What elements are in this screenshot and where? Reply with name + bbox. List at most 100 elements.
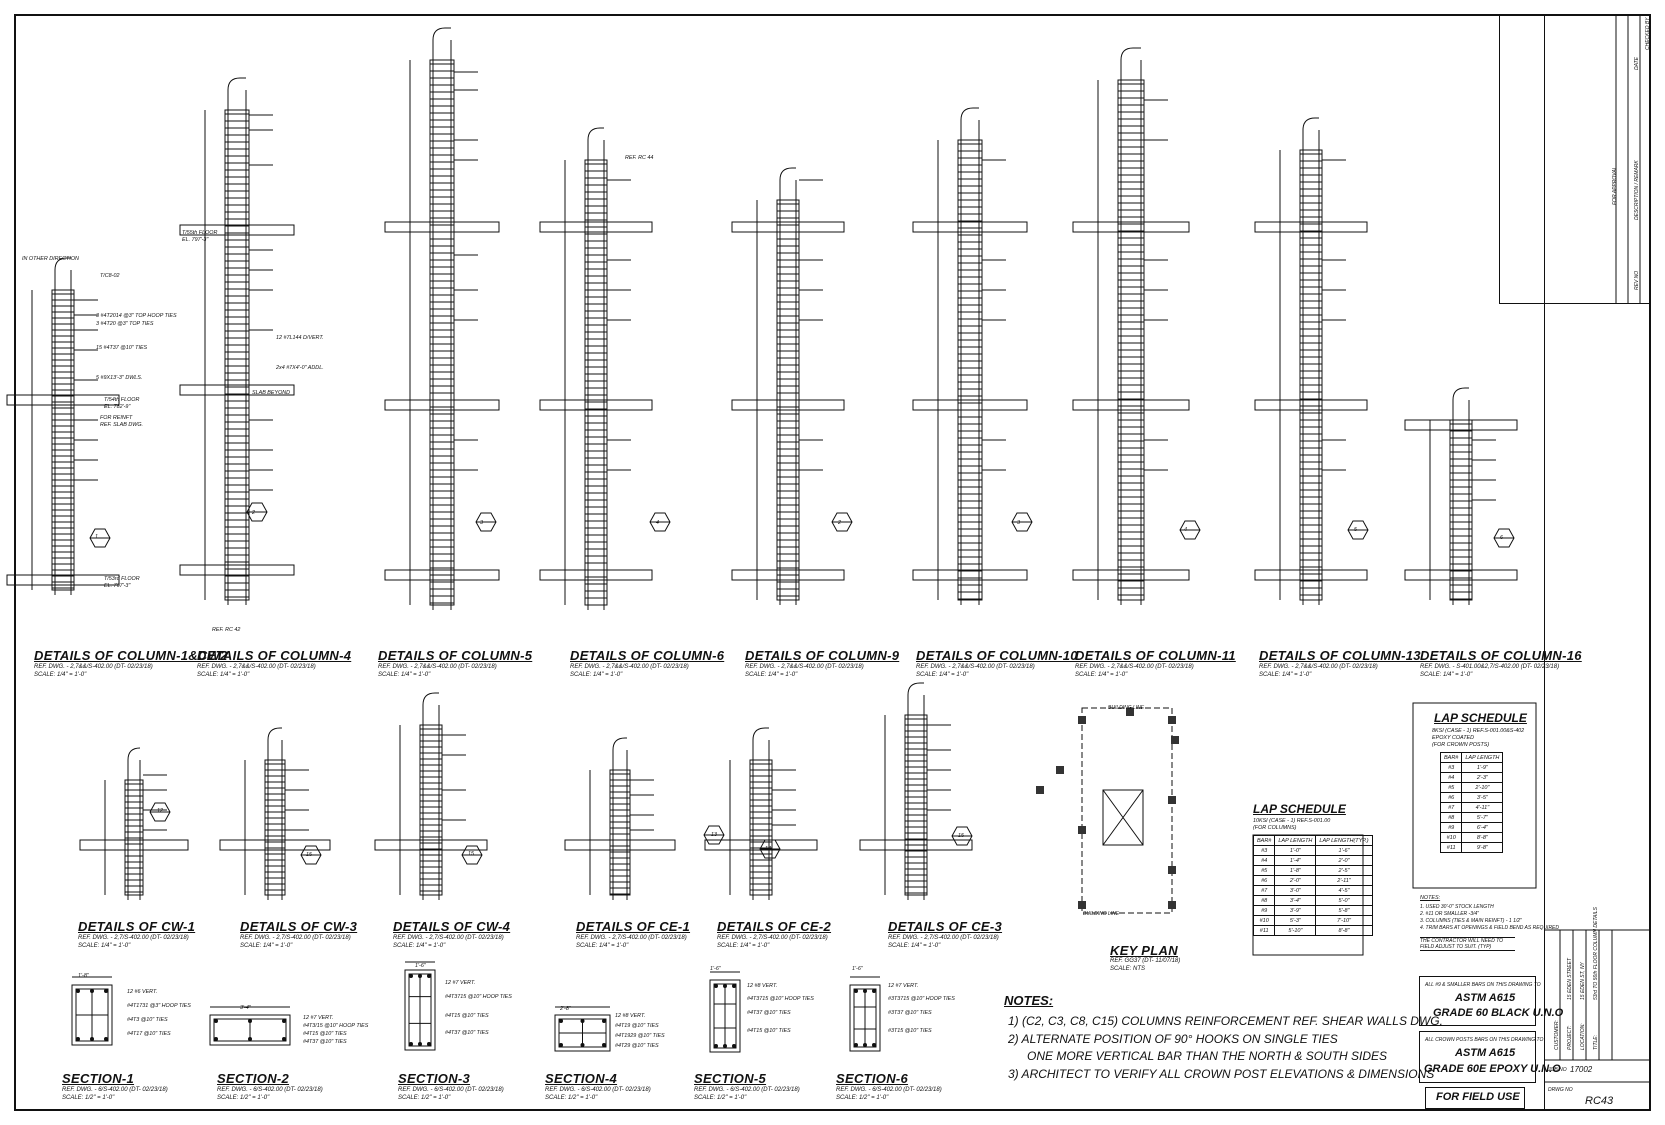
section-label: #3T37 @10" TIES: [888, 1010, 932, 1016]
column-outline: [264, 759, 286, 896]
astm-line: ALL CROWN POSTS BARS ON THIS DRAWING TO: [1425, 1037, 1544, 1043]
floor-slab: [731, 399, 845, 411]
section-ref: REF. DWG. - 6/S-402.00 (DT- 02/23/18): [694, 1087, 800, 1093]
field-use-box: [1425, 1087, 1525, 1109]
section-dim: 1'-6": [852, 966, 863, 972]
rebar-dot: [427, 974, 431, 978]
wall-scale: SCALE: 1/4" = 1'-0": [240, 943, 293, 949]
tie-label: 3 #4T2014 @3" TOP HOOP TIES: [96, 313, 177, 319]
section-ref: REF. DWG. - 6/S-402.00 (DT- 02/23/18): [217, 1087, 323, 1093]
rebar-dot: [104, 1037, 108, 1041]
other-direction-label: IN OTHER DIRECTION: [22, 256, 79, 262]
revision-block: [1499, 14, 1651, 304]
section-label: 12 #6 VERT.: [127, 989, 158, 995]
column-scale: SCALE: 1/4" = 1'-0": [916, 672, 969, 678]
lap-schedule-title: LAP SCHEDULE: [1434, 711, 1527, 725]
lap-note: 3. COLUMNS (TIES & MAIN REINFT) - 1 1/2": [1420, 918, 1522, 924]
section-outline: [709, 979, 741, 1053]
column-mark: [1036, 786, 1044, 794]
section-label: #3T3715 @10" HOOP TIES: [888, 996, 955, 1002]
section-label: #4T1929 @10" TIES: [615, 1033, 665, 1039]
checked-label: CHECKED BY: [1645, 17, 1651, 50]
column-ref: REF. DWG. - S-401.00&2,7/S-402.00 (DT- 0…: [1420, 664, 1560, 670]
lap-cell: 9'-8": [1461, 842, 1504, 853]
column-scale: SCALE: 1/4" = 1'-0": [378, 672, 431, 678]
project-value: 15 EDEN STREET: [1567, 958, 1573, 1000]
section-label: #4T3 @10" TIES: [127, 1017, 168, 1023]
lap-notes-title: NOTES:: [1420, 895, 1441, 901]
floor-slab: [731, 221, 845, 233]
column-ref: REF. DWG. - 2,7&&/S-402.00 (DT- 02/23/18…: [570, 664, 689, 670]
wall-title: DETAILS OF CE-3: [888, 919, 1003, 934]
rebar-dot: [559, 1043, 563, 1047]
building-line-label: BUILDING LINE: [1083, 911, 1120, 917]
column-mark: [1078, 826, 1086, 834]
lap-header: LAP LENGTH(TYP.): [1315, 835, 1373, 846]
section-title: SECTION-6: [836, 1071, 909, 1086]
column-ref: REF. DWG. - 2,7&&/S-402.00 (DT- 02/23/18…: [1259, 664, 1378, 670]
detail-number: 4: [656, 520, 659, 526]
column-scale: SCALE: 1/4" = 1'-0": [1075, 672, 1128, 678]
floor-slab: [179, 224, 295, 236]
lap-cell: 2'-10": [1461, 782, 1504, 793]
elevation-label: EL. 767'-3": [104, 583, 131, 589]
lap-header: BAR#: [1439, 752, 1463, 763]
lap-cell: 2'-11": [1315, 875, 1373, 886]
note-item: 3) ARCHITECT TO VERIFY ALL CROWN POST EL…: [1008, 1067, 1435, 1081]
rebar-dot: [409, 1042, 413, 1046]
lap-header: LAP LENGTH: [1274, 835, 1317, 846]
astm-spec: ASTM A615: [1455, 992, 1516, 1004]
column-ref: REF. DWG. - 2,7&&/S-402.00 (DT- 02/23/18…: [916, 664, 1035, 670]
bar-hook: [612, 737, 627, 751]
rebar-dot: [732, 1044, 736, 1048]
bar-hook: [127, 747, 141, 761]
key-plan-ref: REF. GG37 (DT- 11/07/18): [1110, 958, 1181, 964]
lap-cell: #4: [1252, 855, 1276, 866]
rebar-dot: [863, 989, 867, 993]
note-item: 1) (C2, C3, C8, C15) COLUMNS REINFORCEME…: [1008, 1014, 1443, 1028]
floor-slab: [384, 569, 500, 581]
lap-cell: 2'-0": [1315, 855, 1373, 866]
section-scale: SCALE: 1/2" = 1'-0": [836, 1095, 889, 1101]
job-label: JOB NO: [1548, 1067, 1567, 1073]
date-label: DATE: [1634, 57, 1640, 70]
rc-ref: REF. RC 44: [625, 155, 654, 161]
section-label: 12 #7 VERT.: [303, 1015, 334, 1021]
column-mark: [1078, 716, 1086, 724]
rebar-dot: [418, 974, 422, 978]
tc-label: T/C8-02: [100, 273, 120, 279]
lap-cell: 8'-8": [1315, 925, 1373, 936]
lap-cell: 5'-10": [1274, 925, 1317, 936]
rebar-dot: [602, 1019, 606, 1023]
bar-hook: [1452, 387, 1469, 401]
lap-cell: #8: [1439, 812, 1463, 823]
floor-slab: [374, 839, 488, 851]
bar-hook: [1302, 117, 1319, 131]
astm-grade: GRADE 60 BLACK U.N.O: [1433, 1007, 1564, 1019]
bar-hook: [779, 167, 796, 181]
dwls-label: 5 #9X13'-3" DWLS.: [96, 375, 143, 381]
detail-number: 3: [480, 520, 483, 526]
section-outline: [404, 969, 436, 1051]
lap-cell: 2'-3": [1461, 772, 1504, 783]
section-label: #4T37 @10" TIES: [303, 1039, 347, 1045]
wall-title: DETAILS OF CE-2: [717, 919, 832, 934]
column-outline: [609, 769, 631, 896]
column-ref: REF. DWG. - 2,7&&/S-402.00 (DT- 02/23/18…: [745, 664, 864, 670]
column-outline: [957, 139, 983, 601]
detail-number: 15: [958, 833, 964, 839]
section-outline: [849, 984, 881, 1052]
detail-number: 4: [1184, 527, 1187, 533]
rebar-dot: [282, 1019, 286, 1023]
column-scale: SCALE: 1/4" = 1'-0": [1259, 672, 1312, 678]
detail-number: 12: [157, 808, 163, 814]
detail-number: 5: [1354, 527, 1357, 533]
